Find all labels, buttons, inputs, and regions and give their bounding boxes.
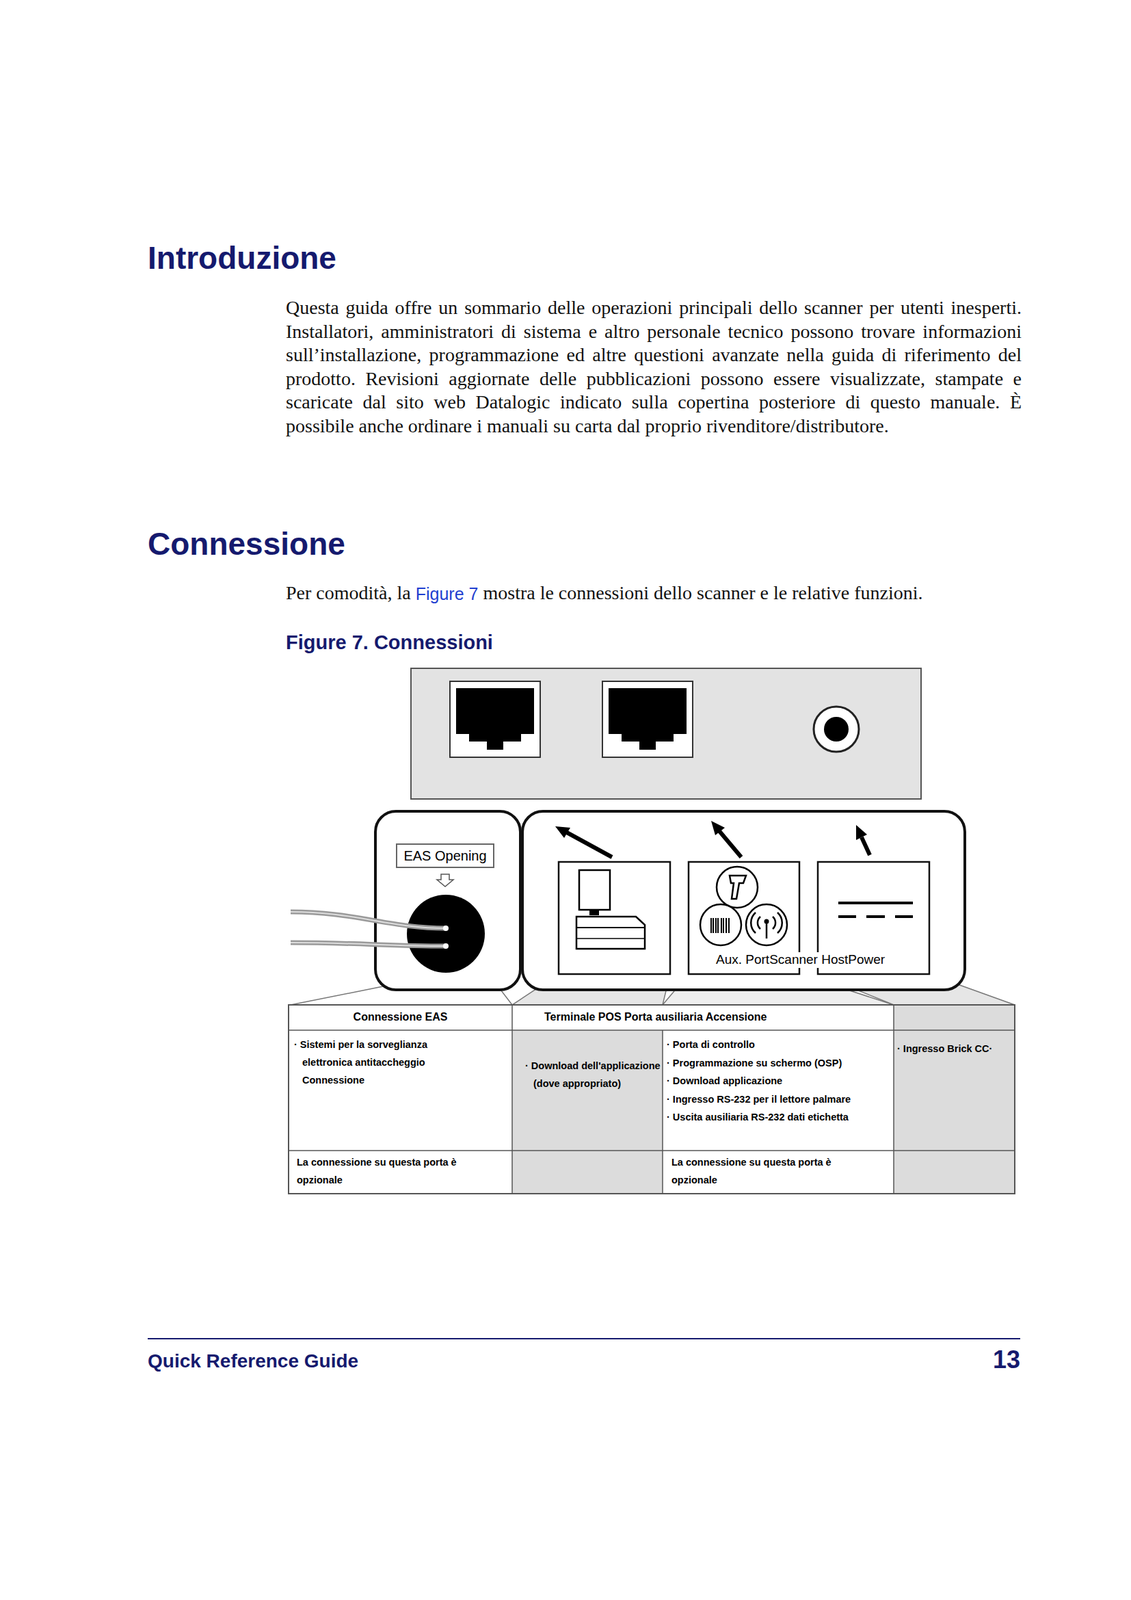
table-rule	[661, 1029, 664, 1194]
pos-stand	[589, 909, 600, 915]
table-rule	[288, 1029, 1015, 1031]
table-cell: · Programmazione su schermo (OSP)	[666, 1053, 842, 1072]
eas-wire	[290, 942, 446, 946]
scanner-circle	[716, 866, 758, 908]
table-cell: · Porta di controllo	[666, 1035, 755, 1054]
arrow-shaft	[861, 836, 870, 855]
rj45-port	[602, 681, 693, 757]
table-header: Connessione EAS	[288, 1009, 513, 1023]
arrow-head	[711, 820, 725, 835]
table-header: Terminale POS Porta ausiliaria Accension…	[542, 1009, 769, 1023]
dc-symbol-dashes	[838, 914, 913, 918]
table-shading	[893, 1004, 1015, 1194]
power-jack-pin	[823, 716, 849, 742]
table-cell: La connessione su questa porta è opziona…	[671, 1152, 877, 1189]
table-rule	[288, 1149, 1015, 1151]
rj45-jack	[608, 687, 687, 750]
section-heading: Connessione	[147, 525, 346, 563]
eas-port	[406, 894, 485, 973]
pos-base-line	[576, 926, 645, 928]
connector-panel	[410, 668, 922, 799]
opening-arrow	[436, 873, 454, 887]
table-cell: La connessione su questa porta è opziona…	[296, 1152, 496, 1189]
table-cell: · Ingresso Brick CC·	[897, 1039, 993, 1058]
arrow-head	[555, 826, 571, 838]
rj45-jack	[456, 687, 535, 750]
body-text: mostra le connessioni dello scanner e le…	[482, 581, 923, 605]
callout-text: EAS Opening	[403, 847, 487, 864]
table-rule	[893, 1004, 895, 1194]
table-cell: · Uscita ausiliaria RS-232 dati etichett…	[666, 1107, 849, 1126]
section-heading: Introduzione	[147, 239, 337, 277]
wireless-icon	[750, 912, 783, 939]
barcode-icon	[711, 917, 729, 933]
figure-reference: Figure 7	[415, 583, 479, 604]
rj45-port	[449, 681, 541, 757]
eas-wire-core	[290, 942, 446, 946]
wireless-dot	[764, 919, 770, 924]
pos-icon-box	[558, 861, 671, 974]
pos-base	[576, 916, 645, 949]
leader-line	[290, 986, 383, 1005]
eas-wire-core	[290, 911, 446, 928]
table-cell: · Ingresso RS-232 per il lettore palmare	[666, 1089, 851, 1108]
wire-end	[443, 942, 449, 949]
table-cell: · Download applicazione	[666, 1071, 783, 1090]
eas-panel	[375, 810, 521, 990]
pos-monitor	[579, 869, 610, 910]
arrow-shaft	[566, 832, 612, 857]
barcode-circle	[700, 903, 742, 946]
dc-symbol	[838, 901, 913, 904]
body-paragraph: Questa guida offre un sommario delle ope…	[285, 296, 1022, 438]
wireless-circle	[746, 903, 788, 946]
table-rule	[511, 1004, 513, 1194]
figure-caption: Figure 7. Connessioni	[285, 630, 494, 655]
table-shading	[512, 1029, 663, 1194]
handheld-scanner-icon	[729, 875, 747, 899]
footer-rule	[147, 1337, 1021, 1339]
power-jack	[813, 706, 859, 752]
ports-panel	[522, 810, 965, 990]
arrow-shaft	[719, 830, 742, 857]
port-label: Aux. PortScanner HostPower	[713, 951, 887, 968]
table-cell: · Sistemi per la sorveglianza elettronic…	[294, 1035, 477, 1089]
pos-base-line	[576, 937, 645, 939]
callout-box: EAS Opening	[395, 843, 494, 868]
body-text: Per comodità, la	[285, 581, 411, 605]
page-number: 13	[992, 1344, 1021, 1374]
table-frame	[288, 1004, 1015, 1194]
arrow-head	[856, 824, 868, 840]
eas-wire	[290, 911, 446, 928]
wire-end	[443, 925, 449, 931]
table-cell: · Download dell'applicazione (dove appro…	[525, 1056, 664, 1093]
footer-title: Quick Reference Guide	[147, 1349, 359, 1373]
